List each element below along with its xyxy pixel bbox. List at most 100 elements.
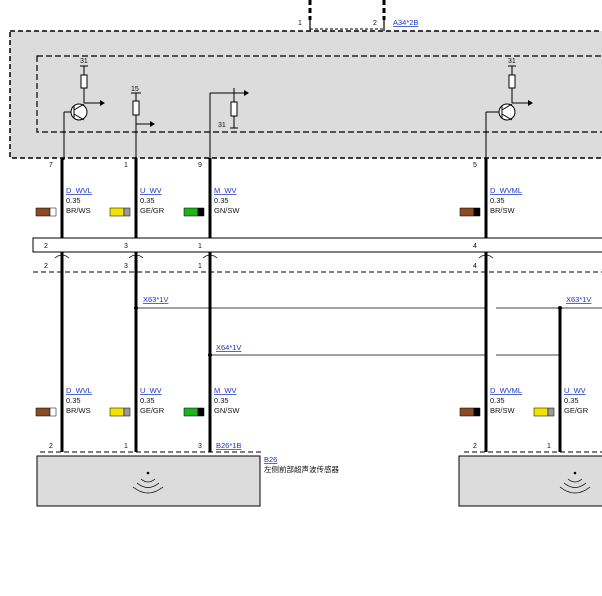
resistor-15-icon: 15 xyxy=(131,86,155,160)
bus1-pin-2: 2 xyxy=(44,243,48,250)
color-swatch-a xyxy=(459,207,475,217)
transistor-right-icon: 31 xyxy=(485,58,533,160)
top-pin-1: 1 xyxy=(298,20,302,27)
bus1-pin-4: 4 xyxy=(473,243,477,250)
wire-link-d-wvml[interactable]: D_WVML xyxy=(490,386,522,395)
sensor-description: 左侧前部超声波传感器 xyxy=(264,464,339,474)
splice-link-x63[interactable]: X63*1V xyxy=(143,295,168,304)
module-pin-5: 5 xyxy=(473,162,477,169)
sensor-right-pin-2: 2 xyxy=(473,443,477,450)
wire-label-d-wvl: D_WVL 0.35 BR/WS xyxy=(35,186,92,217)
bus1-pin-3: 3 xyxy=(124,243,128,250)
module-pin-1: 1 xyxy=(124,162,128,169)
sensor-right-pin-1: 1 xyxy=(547,443,551,450)
color-swatch-a xyxy=(109,207,125,217)
ground-31-label-a: 31 xyxy=(80,58,88,65)
wire-labels-lower: D_WVL 0.35 BR/WS U_WV 0.35 GE/GR M_WV 0.… xyxy=(35,386,589,417)
ground-31-label-b: 31 xyxy=(218,122,226,129)
color-swatch-b xyxy=(547,407,555,417)
color-swatch-a xyxy=(183,407,199,417)
wire-link-d-wvl[interactable]: D_WVL xyxy=(66,386,92,395)
wire-link-m-wv[interactable]: M_WV xyxy=(214,386,237,395)
sensor-connector: 2 1 3 B26*1B 2 1 xyxy=(40,441,602,453)
sensor-pin-2: 2 xyxy=(49,443,53,450)
connector-link-b26-1b[interactable]: B26*1B xyxy=(216,441,241,450)
wire-color-code: GN/SW xyxy=(214,206,240,215)
wire-label-u-wv: U_WV 0.35 GE/GR xyxy=(109,186,165,217)
color-swatch-b xyxy=(197,407,205,417)
wire-label-d-wvml: D_WVML 0.35 BR/SW xyxy=(459,186,522,217)
sensor-left xyxy=(36,455,261,507)
wire-label-u-wv-right: U_WV 0.35 GE/GR xyxy=(533,386,589,417)
wire-size: 0.35 xyxy=(564,396,579,405)
ultrasonic-wave-icon xyxy=(132,471,164,494)
wire-label-u-wv-lower: U_WV 0.35 GE/GR xyxy=(109,386,165,417)
module-outer-box xyxy=(9,30,602,159)
module-pin-9: 9 xyxy=(198,162,202,169)
wire-size: 0.35 xyxy=(140,196,155,205)
color-swatch-b xyxy=(49,407,57,417)
wire-color-code: BR/SW xyxy=(490,406,516,415)
module-inner-box xyxy=(36,55,602,133)
resistor-ground-icon: 31 xyxy=(209,88,249,160)
wire-link-u-wv[interactable]: U_WV xyxy=(140,386,162,395)
wire-size: 0.35 xyxy=(214,196,229,205)
wire-link-d-wvl[interactable]: D_WVL xyxy=(66,186,92,195)
color-swatch-b xyxy=(473,207,481,217)
sensor-box-right xyxy=(458,455,602,507)
wire-size: 0.35 xyxy=(490,396,505,405)
wire-size: 0.35 xyxy=(66,196,81,205)
wire-labels-upper: D_WVL 0.35 BR/WS U_WV 0.35 GE/GR M_WV 0.… xyxy=(35,186,522,217)
color-swatch-a xyxy=(183,207,199,217)
wire-link-m-wv[interactable]: M_WV xyxy=(214,186,237,195)
bus1-pin-1: 1 xyxy=(198,243,202,250)
sensor-pin-3: 3 xyxy=(198,443,202,450)
color-swatch-a xyxy=(533,407,549,417)
color-swatch-a xyxy=(109,407,125,417)
wire-color-code: GE/GR xyxy=(140,206,165,215)
connector-bus-1: 2 3 1 4 xyxy=(32,237,602,253)
wire-link-u-wv-right[interactable]: U_WV xyxy=(564,386,586,395)
wire-link-u-wv[interactable]: U_WV xyxy=(140,186,162,195)
wire-label-d-wvml-lower: D_WVML 0.35 BR/SW xyxy=(459,386,522,417)
ultrasonic-wave-icon xyxy=(559,471,591,494)
color-swatch-b xyxy=(123,407,131,417)
top-pin-2: 2 xyxy=(373,20,377,27)
bus2-pin-1: 1 xyxy=(198,263,202,270)
component-link-b26[interactable]: B26 xyxy=(264,455,277,464)
splice-link-x63-right[interactable]: X63*1V xyxy=(566,295,591,304)
color-swatch-a xyxy=(459,407,475,417)
wire-color-code: BR/WS xyxy=(66,406,91,415)
wire-color-code: GN/SW xyxy=(214,406,240,415)
splices: X63*1V X63*1V X64*1V xyxy=(134,295,602,357)
wire-size: 0.35 xyxy=(66,396,81,405)
color-swatch-a xyxy=(35,207,51,217)
ground-31-label-c: 31 xyxy=(508,58,516,65)
wire-label-m-wv-lower: M_WV 0.35 GN/SW xyxy=(183,386,240,417)
splice-link-x64[interactable]: X64*1V xyxy=(216,343,241,352)
color-swatch-a xyxy=(35,407,51,417)
wire-size: 0.35 xyxy=(490,196,505,205)
wire-size: 0.35 xyxy=(214,396,229,405)
control-module: 31 15 xyxy=(9,30,602,169)
wire-label-d-wvl-lower: D_WVL 0.35 BR/WS xyxy=(35,386,92,417)
bus2-pin-2: 2 xyxy=(44,263,48,270)
module-pin-7: 7 xyxy=(49,162,53,169)
bus2-pin-3: 3 xyxy=(124,263,128,270)
wire-color-code: GE/GR xyxy=(564,406,589,415)
color-swatch-b xyxy=(49,207,57,217)
wire-color-code: BR/WS xyxy=(66,206,91,215)
transistor-left-icon: 31 xyxy=(63,58,105,160)
wire-trunks xyxy=(60,158,562,452)
color-swatch-b xyxy=(473,407,481,417)
sensor-pin-1: 1 xyxy=(124,443,128,450)
connector-link-a34-2b[interactable]: A34*2B xyxy=(393,18,418,27)
color-swatch-b xyxy=(197,207,205,217)
wire-color-code: BR/SW xyxy=(490,206,516,215)
bus2-pin-4: 4 xyxy=(473,263,477,270)
wire-label-m-wv: M_WV 0.35 GN/SW xyxy=(183,186,240,217)
wire-link-d-wvml[interactable]: D_WVML xyxy=(490,186,522,195)
power-15-label: 15 xyxy=(131,86,139,93)
color-swatch-b xyxy=(123,207,131,217)
